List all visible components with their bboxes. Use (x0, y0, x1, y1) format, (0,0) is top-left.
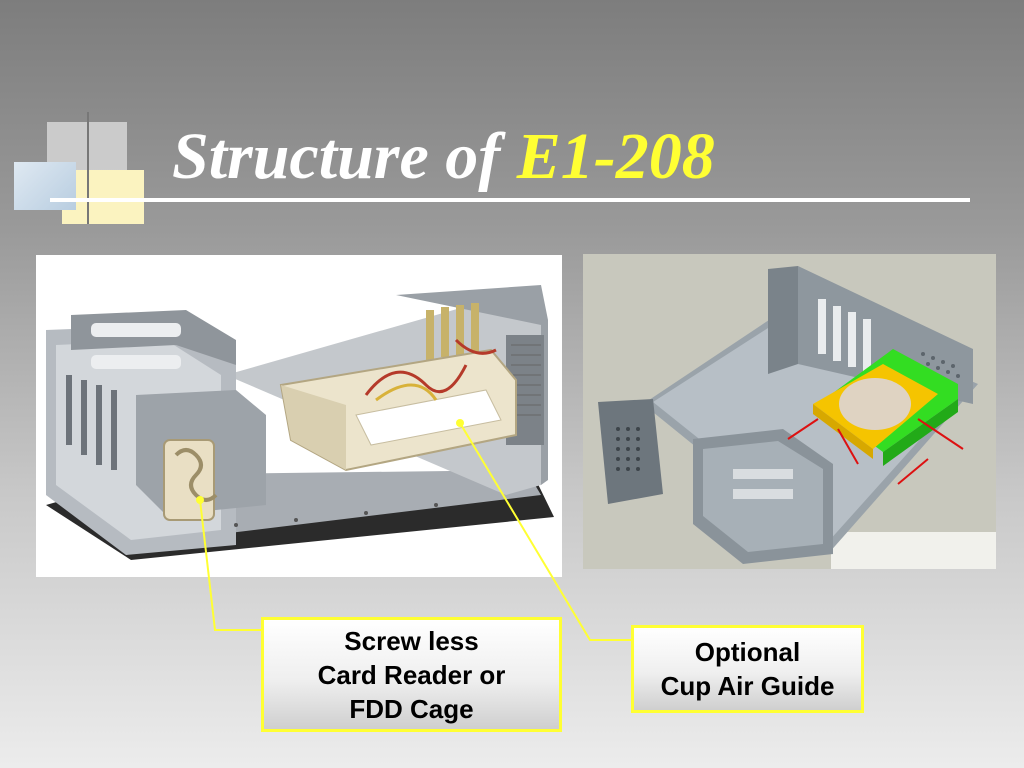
callout-line: Screw less (344, 625, 479, 656)
title-model: E1-208 (516, 120, 715, 193)
chassis-illustration (46, 285, 554, 560)
callout-card-reader-cage: Screw less Card Reader or FDD Cage (261, 617, 562, 732)
decor-vertical-line (87, 112, 89, 224)
title-underline (50, 198, 970, 202)
cad-render (583, 254, 996, 569)
cad-illustration (598, 266, 996, 569)
title-text: Structure of (172, 120, 501, 193)
callout-line: Optional (694, 637, 801, 667)
decor-square-blue (14, 162, 76, 210)
callout-air-guide: Optional Cup Air Guide (631, 625, 864, 713)
callout-line: Cup Air Guide (660, 671, 835, 701)
callout-line: FDD Cage (349, 693, 474, 724)
chassis-photo (36, 255, 562, 577)
callout-line: Card Reader or (317, 659, 506, 690)
slide-title: Structure of E1-208 (172, 112, 715, 202)
